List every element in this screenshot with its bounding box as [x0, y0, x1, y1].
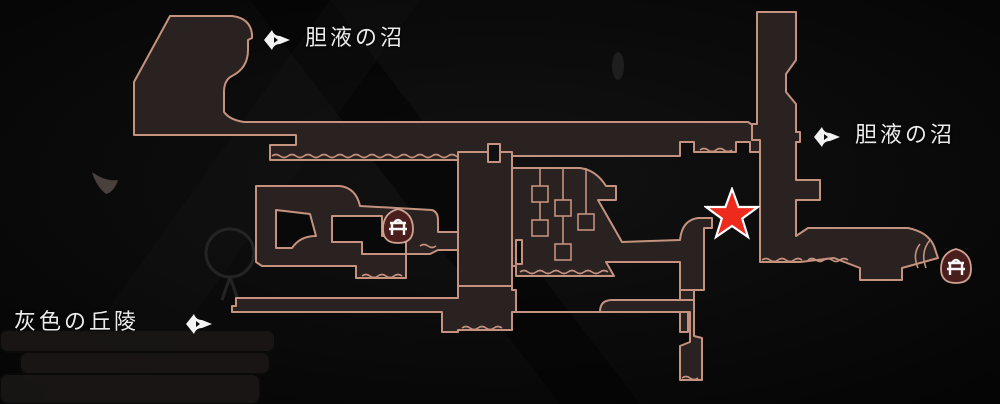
bench-icon[interactable] [939, 247, 973, 285]
room-upper-cave [133, 15, 761, 161]
area-label-bile-swamp-right: 胆液の沼 [855, 123, 956, 148]
area-label-bile-swamp-top: 胆液の沼 [305, 26, 406, 51]
crate-cluster [531, 168, 595, 261]
room-lower-corridor [231, 285, 703, 381]
area-transition-arrow-icon[interactable] [184, 312, 214, 336]
area-transition-arrow-icon[interactable] [262, 28, 292, 52]
bench-icon[interactable] [381, 207, 415, 245]
area-label-grey-hills: 灰色の丘陵 [14, 310, 140, 335]
area-transition-arrow-icon[interactable] [812, 125, 842, 149]
